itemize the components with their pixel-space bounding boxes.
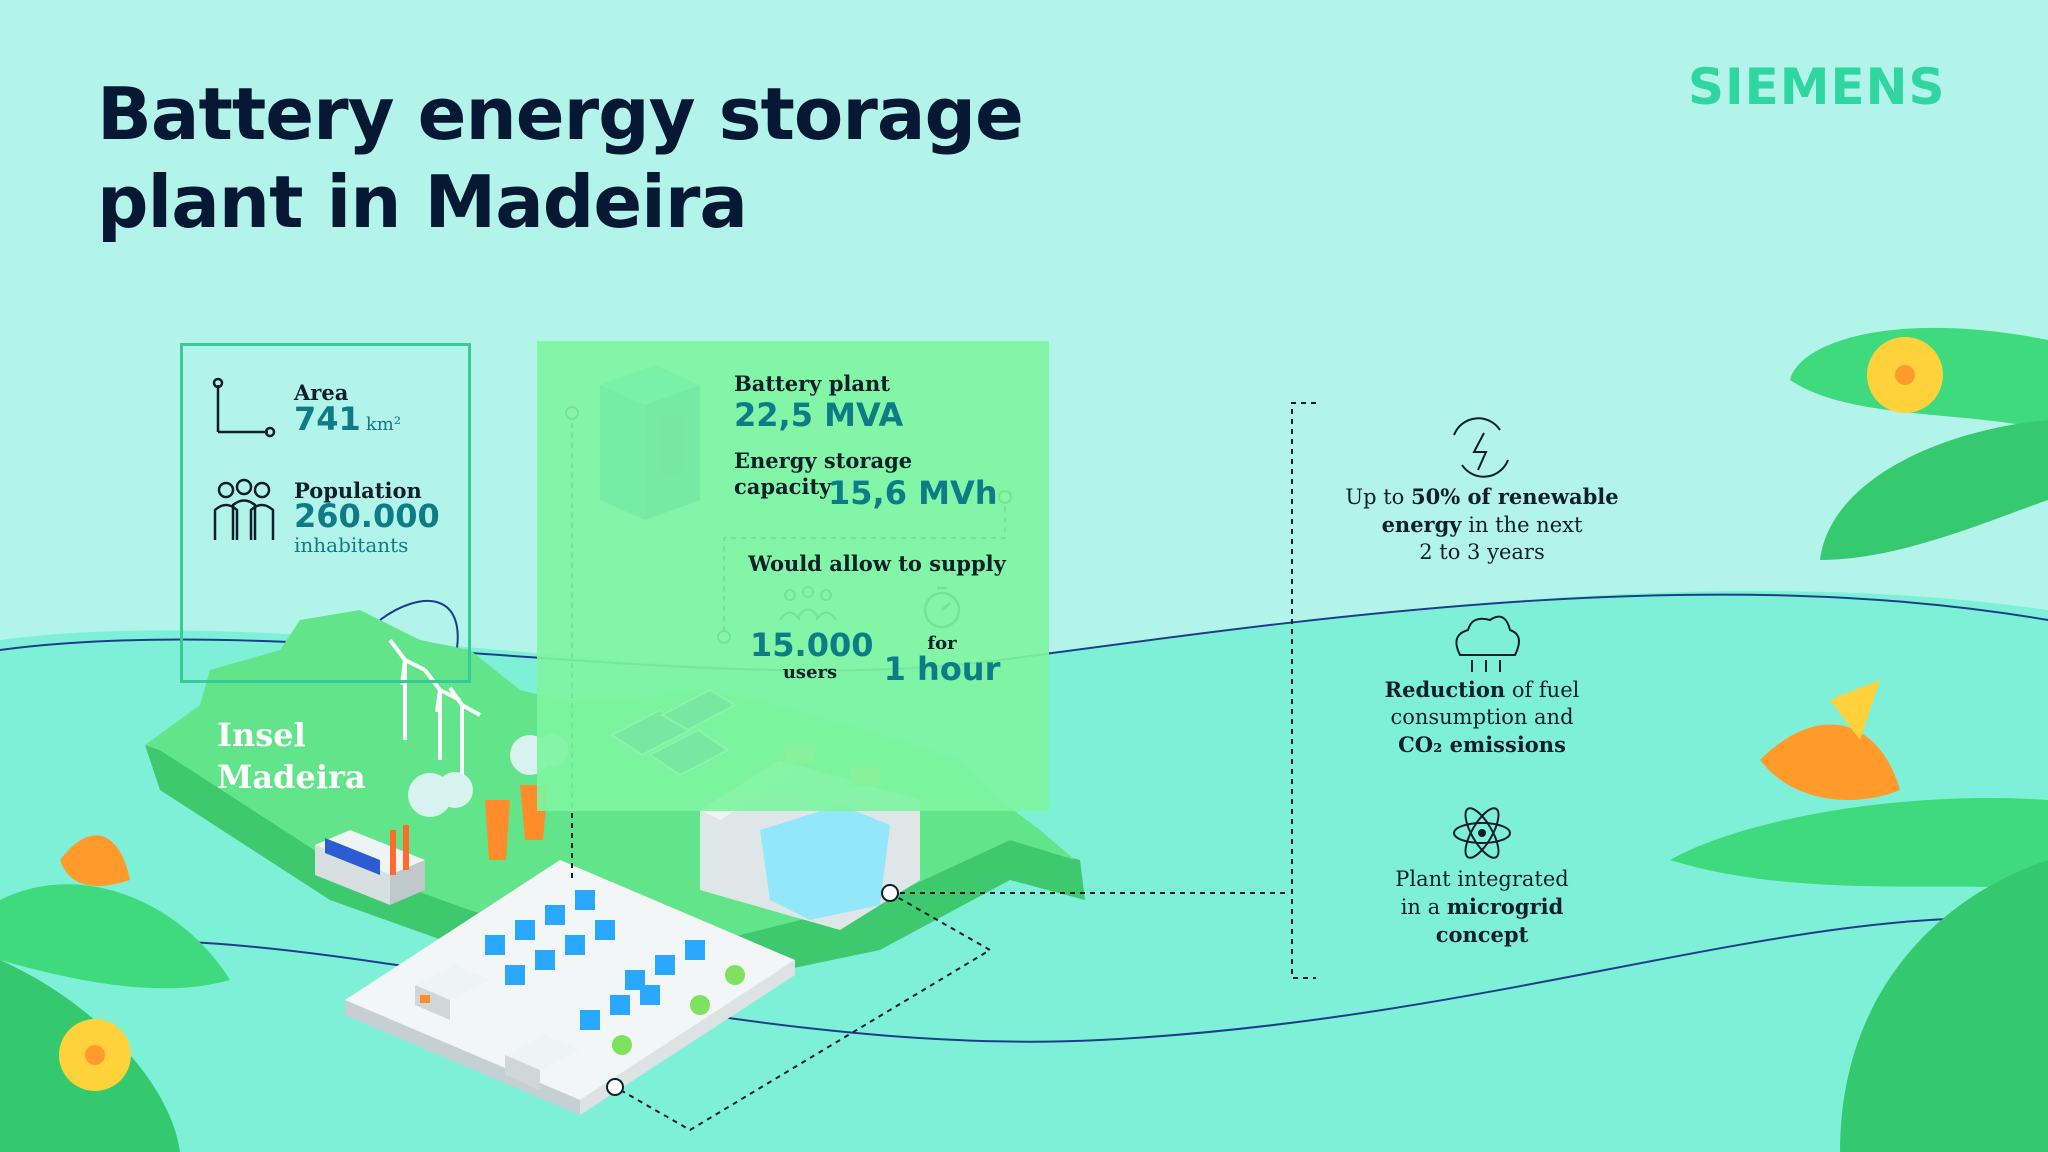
area-ruler-icon [212, 377, 276, 438]
tropical-leaves-right [1670, 327, 2048, 1152]
island-name-line-1: Insel [217, 716, 306, 754]
benefit-reduction: Reduction of fuel consumption and CO₂ em… [1302, 676, 1662, 759]
storage-label-line-2: capacity [734, 474, 832, 499]
users-value: 15.000 [750, 626, 874, 664]
area-value-group: 741 km² [294, 400, 401, 438]
atom-icon [1453, 807, 1511, 859]
users-label: users [782, 662, 838, 683]
river-line [379, 600, 459, 661]
title-line-2: plant in Madeira [97, 160, 748, 244]
battery-plant-label: Battery plant [734, 371, 890, 396]
area-unit: km² [365, 414, 402, 435]
duration-value: 1 hour [883, 650, 1001, 688]
battery-plant [345, 860, 795, 1115]
benefit-microgrid-line-2: in a microgrid [1400, 894, 1564, 919]
benefit-renewable: Up to 50% of renewable energy in the nex… [1302, 483, 1662, 566]
benefit-microgrid-line-3: concept [1435, 922, 1529, 947]
island-side [145, 745, 1085, 1000]
benefit-reduction-line-3: CO₂ emissions [1398, 732, 1566, 757]
benefit-renewable-line-2: energy in the next [1381, 512, 1583, 537]
title-line-1: Battery energy storage [97, 72, 1024, 156]
population-icon [213, 478, 275, 540]
area-label: Area [294, 380, 349, 405]
benefit-renewable-line-1: Up to 50% of renewable [1345, 484, 1619, 509]
tropical-leaves-left [0, 835, 230, 1152]
benefit-renewable-line-3: 2 to 3 years [1419, 540, 1545, 564]
duration-prefix: for [927, 633, 957, 654]
benefit-reduction-line-1: Reduction of fuel [1384, 677, 1580, 702]
benefit-microgrid-line-1: Plant integrated [1395, 867, 1569, 891]
island-name-line-2: Madeira [217, 758, 366, 796]
sea-line-lower [0, 916, 2048, 1043]
storage-value: 15,6 MVh [828, 474, 998, 512]
brand-logo: SIEMENS [1688, 58, 1946, 116]
co2-cloud-icon [1455, 615, 1520, 672]
supply-label: Would allow to supply [748, 551, 1006, 576]
page-title: Battery energy storage plant in Madeira [97, 70, 1024, 246]
population-label: Population [294, 478, 422, 503]
benefit-reduction-line-2: consumption and [1390, 705, 1574, 729]
lightning-cycle-icon [1453, 417, 1509, 478]
benefit-microgrid: Plant integrated in a microgrid concept [1302, 866, 1662, 949]
island-name: Insel Madeira [217, 714, 366, 798]
battery-plant-value: 22,5 MVA [734, 396, 904, 434]
area-value: 741 [294, 400, 361, 438]
island-stats-box [180, 343, 471, 683]
population-unit: inhabitants [294, 533, 409, 557]
battery-panel-background [537, 341, 1049, 811]
storage-label-line-1: Energy storage [734, 448, 913, 473]
population-value: 260.000 [294, 497, 440, 535]
